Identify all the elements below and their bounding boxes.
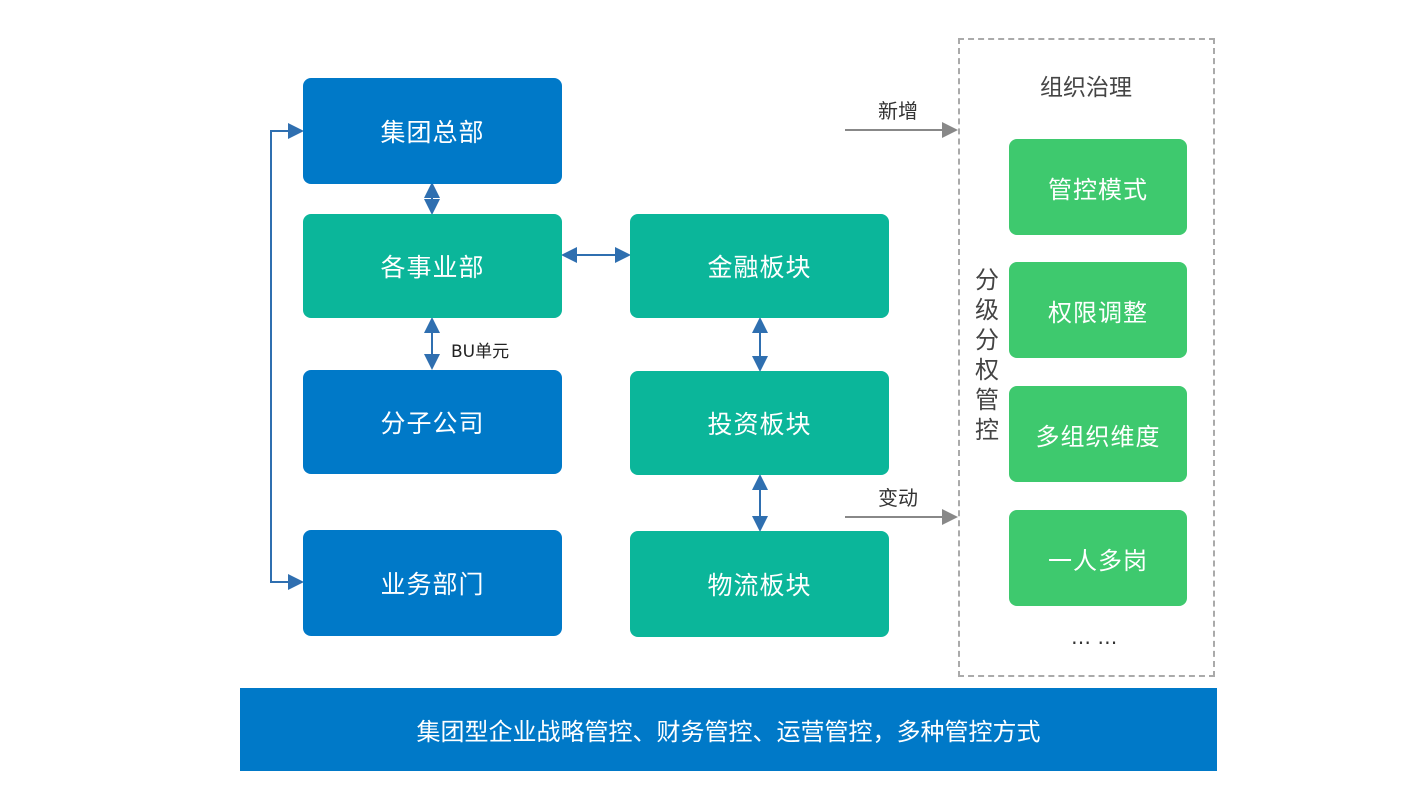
finance-label: 金融板块 xyxy=(707,253,812,282)
gov-item-multi-org: 多组织维度 xyxy=(1009,386,1187,482)
bottom-banner-text: 集团型企业战略管控、财务管控、运营管控，多种管控方式 xyxy=(416,718,1041,746)
subsidiaries-label: 分子公司 xyxy=(380,409,485,438)
logistics-label: 物流板块 xyxy=(707,571,812,600)
bu-unit-label: BU单元 xyxy=(451,342,510,362)
gov-item-label: 多组织维度 xyxy=(1035,422,1161,451)
gov-item-label: 权限调整 xyxy=(1048,298,1148,327)
change-label: 变动 xyxy=(878,486,918,510)
loop-connector xyxy=(270,123,304,590)
governance-title: 组织治理 xyxy=(1040,75,1132,101)
divisions-label: 各事业部 xyxy=(380,253,485,282)
gov-item-multi-post: 一人多岗 xyxy=(1009,510,1187,606)
add-label: 新增 xyxy=(878,99,918,123)
hq-box: 集团总部 xyxy=(303,78,562,184)
business-dept-label: 业务部门 xyxy=(380,570,485,599)
more-ellipsis: … … xyxy=(1071,625,1118,649)
finance-box: 金融板块 xyxy=(630,214,889,318)
gov-item-label: 一人多岗 xyxy=(1048,546,1148,575)
gov-item-control-mode: 管控模式 xyxy=(1009,139,1187,235)
logistics-box: 物流板块 xyxy=(630,531,889,637)
hq-label: 集团总部 xyxy=(380,118,485,147)
gov-item-label: 管控模式 xyxy=(1048,175,1148,204)
subsidiaries-box: 分子公司 xyxy=(303,370,562,474)
gov-item-permission: 权限调整 xyxy=(1009,262,1187,358)
bottom-banner: 集团型企业战略管控、财务管控、运营管控，多种管控方式 xyxy=(240,688,1217,771)
tiered-control-label: 分级分权管控 xyxy=(975,266,999,444)
investment-box: 投资板块 xyxy=(630,371,889,475)
investment-label: 投资板块 xyxy=(707,410,812,439)
governance-panel xyxy=(958,38,1215,677)
business-dept-box: 业务部门 xyxy=(303,530,562,636)
divisions-box: 各事业部 xyxy=(303,214,562,318)
